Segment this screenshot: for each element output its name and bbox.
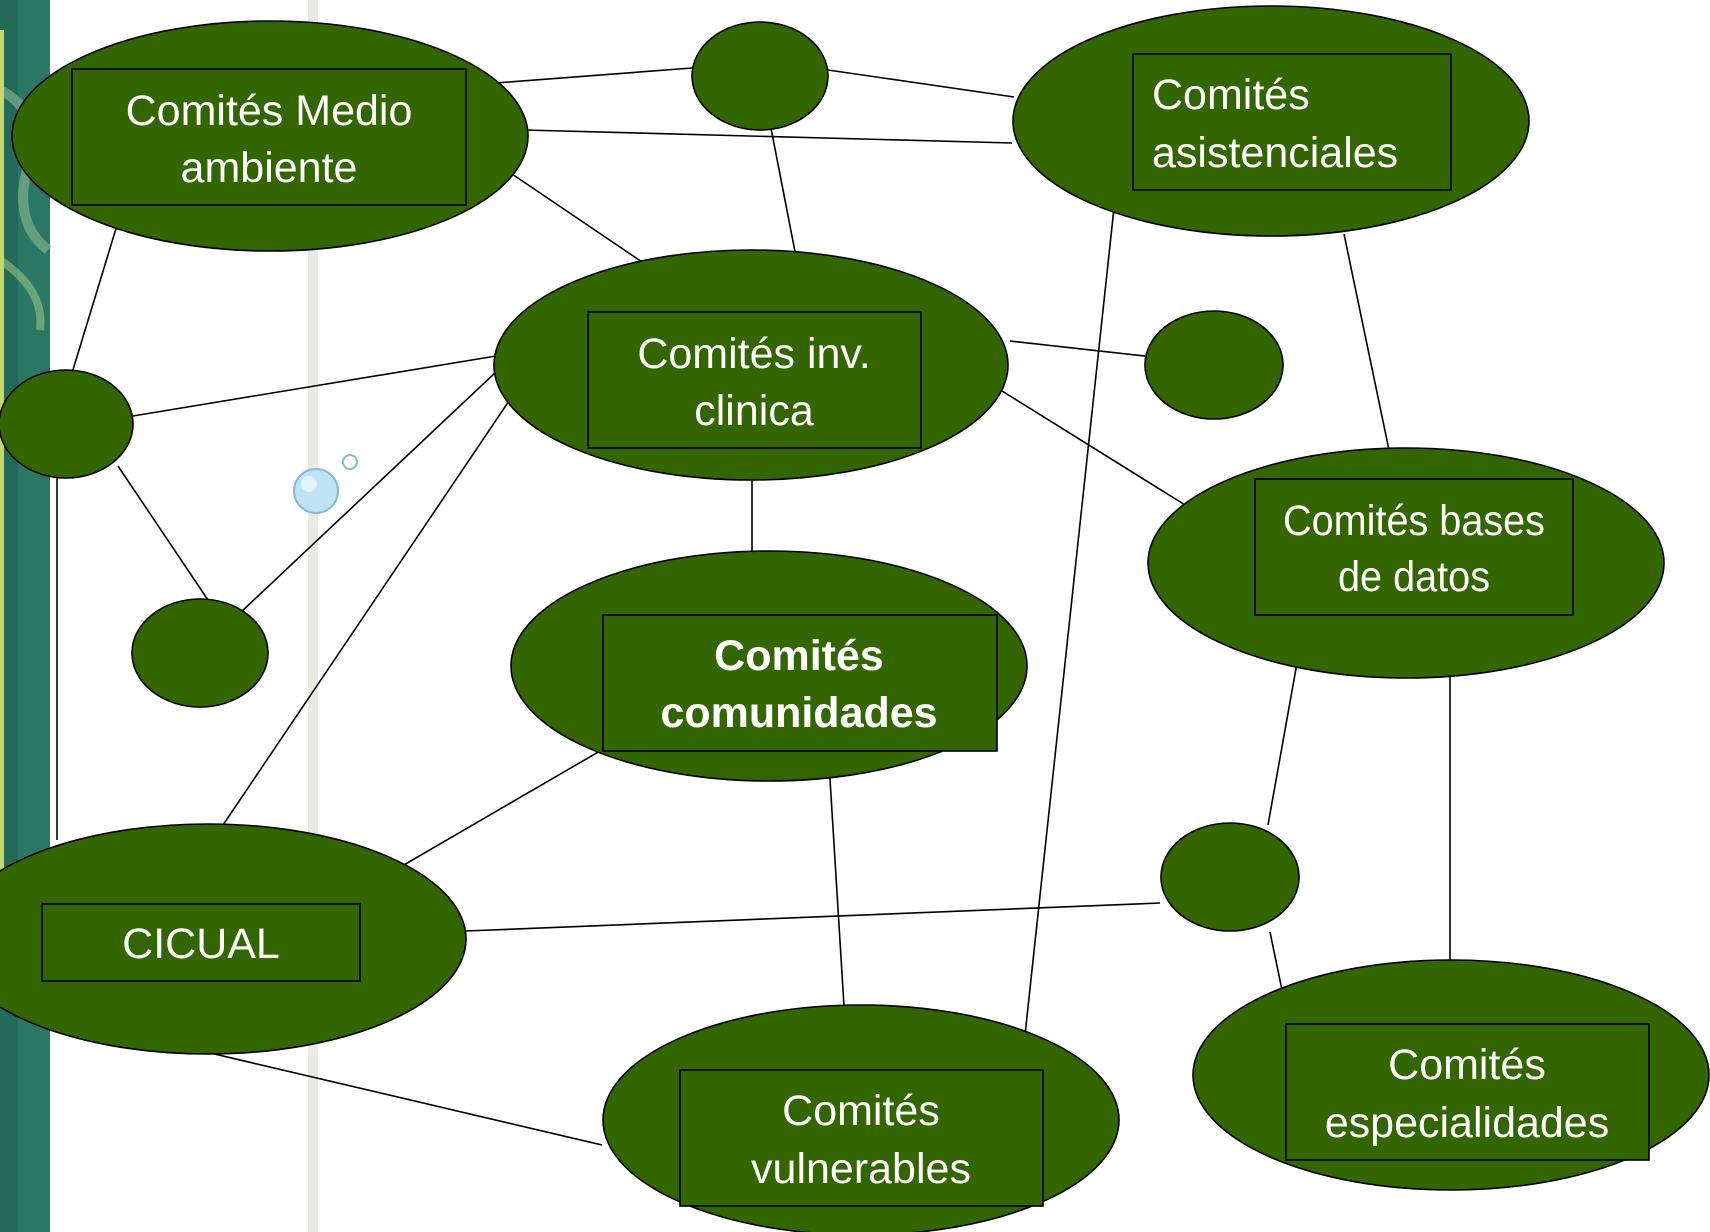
node-especialidades: Comités especialidades	[1192, 959, 1710, 1191]
label-vulnerables-line2: vulnerables	[751, 1145, 971, 1193]
label-asistenciales-line2: asistenciales	[1152, 129, 1398, 177]
node-comunidades: Comités comunidades	[510, 550, 1028, 782]
small-node-top	[691, 21, 829, 131]
label-comunidades-line2: comunidades	[660, 689, 937, 737]
label-medio-ambiente-line1: Comités Medio	[126, 87, 413, 135]
node-bases-datos: Comités bases de datos	[1147, 447, 1665, 679]
node-cicual: CICUAL	[0, 823, 467, 1055]
node-vulnerables: Comités vulnerables	[602, 1004, 1120, 1232]
label-medio-ambiente-line2: ambiente	[181, 144, 358, 192]
bubble-decoration	[293, 454, 358, 514]
node-inv-clinica: Comités inv. clinica	[493, 249, 1009, 481]
node-asistenciales: Comités asistenciales	[1012, 5, 1530, 237]
small-node-lower-right	[1160, 822, 1300, 932]
label-vulnerables-line1: Comités	[782, 1087, 940, 1135]
small-node-left	[0, 369, 134, 479]
label-bases-datos-line2: de datos	[1338, 553, 1490, 601]
label-cicual: CICUAL	[122, 920, 280, 968]
label-especialidades-line2: especialidades	[1325, 1099, 1609, 1147]
label-asistenciales-line1: Comités	[1152, 71, 1310, 119]
slide-divider	[308, 0, 318, 1232]
label-comunidades-line1: Comités	[714, 632, 884, 680]
small-node-lower-left	[131, 598, 269, 708]
label-inv-clinica-line1: Comités inv.	[637, 330, 870, 378]
label-especialidades-line1: Comités	[1388, 1041, 1546, 1089]
label-inv-clinica-line2: clinica	[694, 387, 814, 435]
unlabeled-nodes	[0, 21, 1300, 932]
node-medio-ambiente: Comités Medio ambiente	[11, 20, 529, 252]
small-node-right	[1144, 310, 1284, 420]
connector-lines	[56, 67, 1451, 1146]
label-bases-datos-line1: Comités bases	[1283, 497, 1545, 545]
